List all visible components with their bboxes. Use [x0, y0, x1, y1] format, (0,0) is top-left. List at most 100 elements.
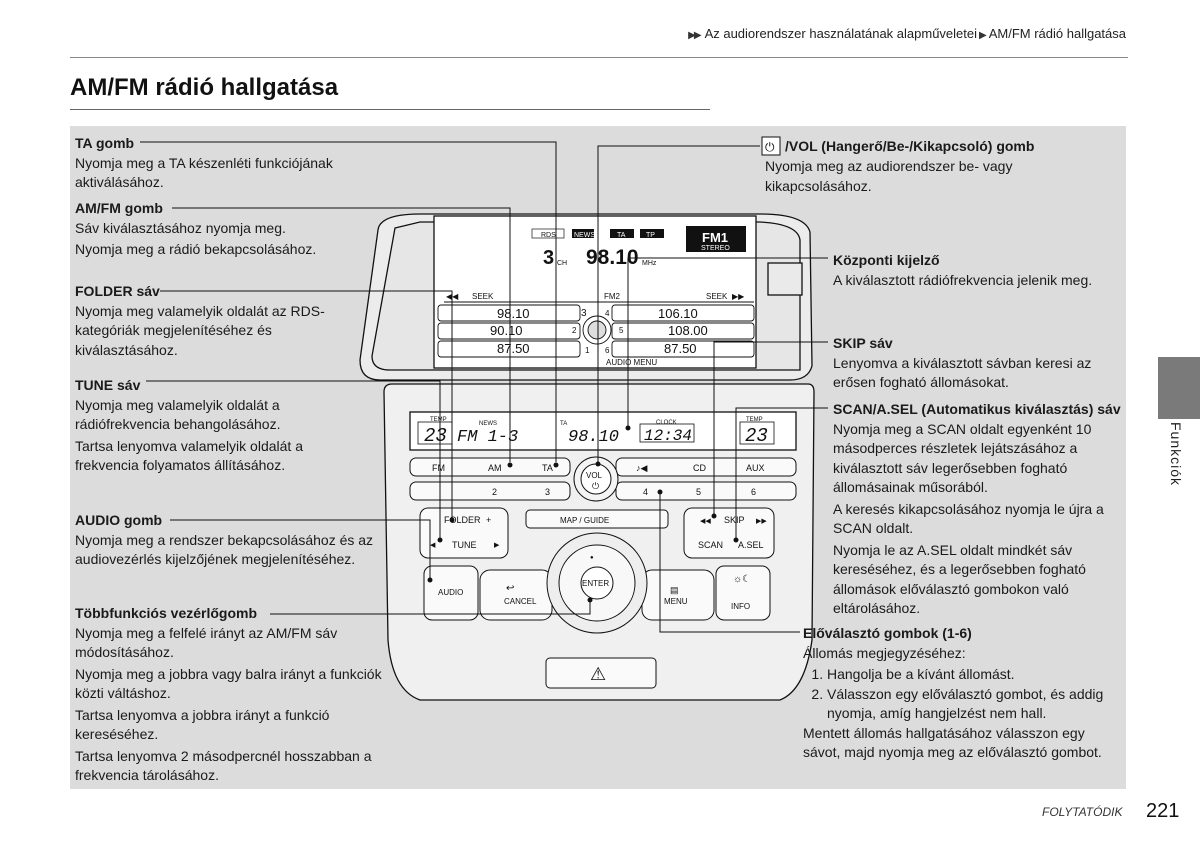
- callout-scan: SCAN/A.SEL (Automatikus kiválasztás) sáv…: [833, 400, 1123, 621]
- callout-text: Tartsa lenyomva 2 másodpercnél hosszabba…: [75, 747, 372, 784]
- title-divider: [70, 109, 710, 110]
- aux-button[interactable]: AUX: [746, 463, 765, 473]
- callout-heading: /VOL (Hangerő/Be-/Kikapcsoló) gomb: [785, 138, 1035, 154]
- preset-button-5[interactable]: 5: [696, 487, 701, 497]
- indicator-ta: TA: [617, 232, 626, 239]
- callout-text: Tartsa lenyomva valamelyik oldalát a fre…: [75, 437, 303, 474]
- callout-heading: SKIP sáv: [833, 335, 893, 351]
- asel-button[interactable]: A.SEL: [738, 540, 764, 550]
- callout-text: Nyomja meg a TA készenléti funkciójának …: [75, 154, 333, 191]
- fm-button[interactable]: FM: [432, 463, 445, 473]
- frequency-display: 98.10: [586, 246, 639, 269]
- callout-text: Nyomja meg a rádió bekapcsolásához.: [75, 241, 317, 257]
- callout-text: Nyomja meg valamelyik oldalát a rádiófre…: [75, 396, 281, 433]
- callout-text: Nyomja le az A.SEL oldalt mindkét sáv ke…: [833, 541, 1086, 617]
- callout-heading: TA gomb: [75, 135, 135, 151]
- preset-freq[interactable]: 87.50: [497, 341, 530, 356]
- info-button[interactable]: INFO: [731, 602, 750, 611]
- power-icon: ⏻: [765, 140, 775, 154]
- preset-number: 6: [605, 346, 610, 355]
- audio-button[interactable]: AUDIO: [438, 588, 463, 597]
- seek-right-label: SEEK: [706, 292, 728, 301]
- section-tab[interactable]: [1158, 357, 1200, 419]
- callout-multi: Többfunkciós vezérlőgomb Nyomja meg a fe…: [75, 604, 405, 788]
- seek-right-arrow-icon[interactable]: ▶▶: [732, 292, 745, 301]
- preset-button-3[interactable]: 3: [545, 487, 550, 497]
- dial-dot-icon: ●: [590, 555, 594, 561]
- ta-button[interactable]: TA: [542, 463, 553, 473]
- arrow-icon: ▶: [979, 30, 987, 41]
- hazard-icon[interactable]: ⚠: [590, 664, 606, 684]
- preset-number: 1: [585, 346, 590, 355]
- callout-display: Központi kijelző A kiválasztott rádiófre…: [833, 251, 1123, 292]
- lcd-clock-label: CLOCK: [656, 420, 677, 426]
- callout-text: A keresés kikapcsolásához nyomja le újra…: [833, 500, 1104, 537]
- am-button[interactable]: AM: [488, 463, 502, 473]
- folder-plus-icon[interactable]: +: [486, 515, 491, 525]
- preset-steps: Hangolja be a kívánt állomást. Válasszon…: [803, 665, 1123, 724]
- callout-text: Tartsa lenyomva a jobbra irányt a funkci…: [75, 706, 330, 743]
- menu-button[interactable]: MENU: [664, 597, 688, 606]
- cd-button[interactable]: CD: [693, 463, 706, 473]
- enter-button[interactable]: ENTER: [582, 579, 609, 588]
- back-icon: ↩: [506, 583, 514, 594]
- power-button-icon: [761, 136, 781, 156]
- header-divider: [70, 57, 1128, 58]
- folder-bar[interactable]: FOLDER: [444, 515, 481, 525]
- channel-label: CH: [557, 260, 567, 267]
- scan-button[interactable]: SCAN: [698, 540, 723, 550]
- band-small-label: FM2: [604, 292, 621, 301]
- callout-text: Sáv kiválasztásához nyomja meg.: [75, 219, 286, 236]
- mute-icon[interactable]: ♪◀: [636, 463, 648, 473]
- lcd-ta-label: TA: [560, 421, 567, 427]
- page-title: AM/FM rádió hallgatása: [70, 74, 339, 101]
- day-night-icon: ☼☾: [733, 574, 751, 585]
- preset-number: 4: [605, 309, 610, 318]
- lcd-news-label: NEWS: [479, 421, 497, 427]
- indicator-news: NEWS: [574, 232, 595, 239]
- preset-button-2[interactable]: 2: [492, 487, 497, 497]
- breadcrumb-item[interactable]: AM/FM rádió hallgatása: [988, 26, 1126, 41]
- callout-heading: SCAN/A.SEL (Automatikus kiválasztás) sáv: [833, 401, 1121, 417]
- lcd-fm-text: FM 1-3: [457, 428, 518, 447]
- callout-text: Mentett állomás hallgatásához válasszon …: [803, 724, 1102, 761]
- seek-left-arrow-icon[interactable]: ◀◀: [446, 292, 459, 301]
- vol-knob[interactable]: VOL: [586, 471, 603, 480]
- lcd-temp-left: 23: [424, 425, 447, 447]
- callout-text: Nyomja meg a rendszer bekapcsolásához és…: [75, 531, 374, 568]
- tune-bar[interactable]: TUNE: [452, 540, 477, 550]
- callout-ta: TA gomb Nyomja meg a TA készenléti funkc…: [75, 134, 375, 195]
- list-item: Hangolja be a kívánt állomást.: [827, 665, 1123, 685]
- map-guide-button[interactable]: MAP / GUIDE: [560, 516, 609, 525]
- preset-freq[interactable]: 87.50: [664, 341, 697, 356]
- tune-right-arrow-icon[interactable]: ▶: [494, 542, 500, 549]
- callout-amfm: AM/FM gomb Sáv kiválasztásához nyomja me…: [75, 199, 375, 262]
- preset-number: 2: [572, 326, 577, 335]
- section-label-text: Funkciók: [1168, 422, 1184, 487]
- seek-left-label: SEEK: [472, 292, 494, 301]
- preset-freq[interactable]: 98.10: [497, 306, 530, 321]
- page-number: 221: [1146, 800, 1180, 822]
- callout-text: Nyomja meg a jobbra vagy balra irányt a …: [75, 665, 382, 702]
- skip-right-icon[interactable]: ▶▶: [756, 518, 767, 525]
- breadcrumb-item[interactable]: Az audiorendszer használatának alapművel…: [704, 26, 978, 41]
- callout-audio: AUDIO gomb Nyomja meg a rendszer bekapcs…: [75, 511, 385, 572]
- preset-freq[interactable]: 106.10: [658, 306, 698, 321]
- preset-freq[interactable]: 108.00: [668, 323, 708, 338]
- list-item: Válasszon egy előválasztó gombot, és add…: [827, 685, 1123, 724]
- preset-button-6[interactable]: 6: [751, 487, 756, 497]
- callout-vol: /VOL (Hangerő/Be-/Kikapcsoló) gomb: [785, 137, 1085, 157]
- callout-skip: SKIP sáv Lenyomva a kiválasztott sávban …: [833, 334, 1113, 395]
- cancel-button[interactable]: CANCEL: [504, 597, 537, 606]
- indicator-rds: RDS: [541, 232, 556, 239]
- callout-heading: TUNE sáv: [75, 377, 141, 393]
- preset-freq[interactable]: 90.10: [490, 323, 523, 338]
- lcd-clock: 12:34: [644, 427, 692, 445]
- tune-left-arrow-icon[interactable]: ◀: [430, 542, 436, 549]
- preset-number: 5: [619, 326, 624, 335]
- skip-bar[interactable]: SKIP: [724, 515, 745, 525]
- preset-button-4[interactable]: 4: [643, 487, 648, 497]
- skip-left-icon[interactable]: ◀◀: [700, 518, 711, 525]
- callout-heading: Többfunkciós vezérlőgomb: [75, 605, 258, 621]
